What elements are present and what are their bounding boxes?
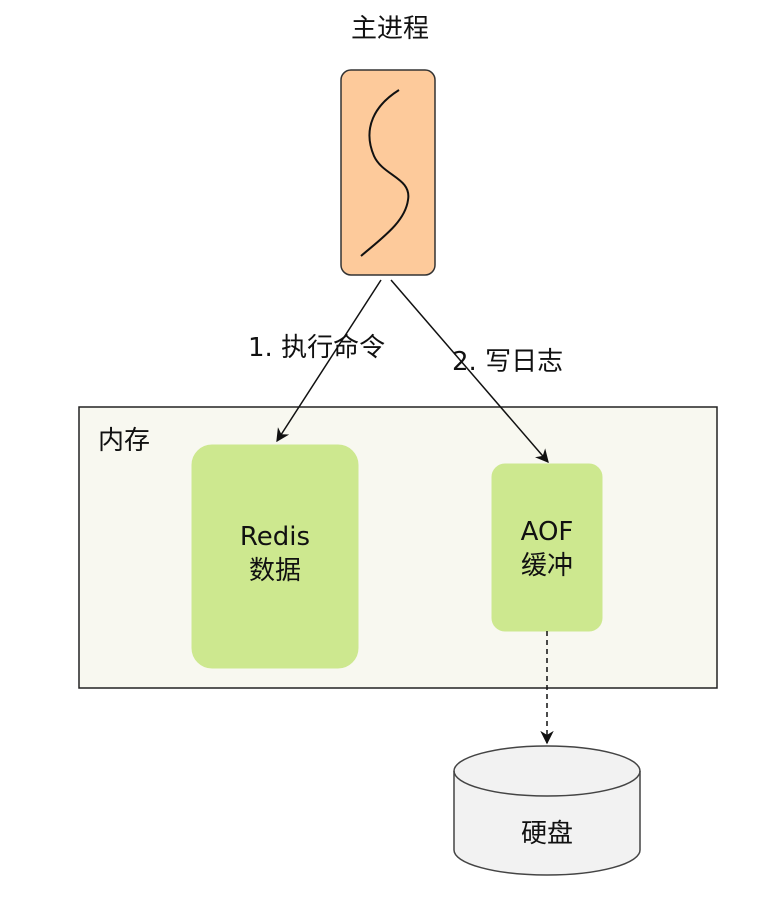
redis-data-line2: 数据: [248, 556, 301, 586]
aof-buffer-text: AOF 缓冲: [492, 515, 602, 583]
redis-data-node: [191, 444, 359, 669]
memory-label: 内存: [98, 426, 151, 456]
write-log-label: 2. 写日志: [452, 347, 564, 377]
write-log-arrow: [390, 279, 549, 464]
memory-container: [78, 406, 718, 689]
disk-label: 硬盘: [520, 819, 573, 849]
aof-buffer-line1: AOF: [520, 517, 574, 547]
aof-buffer-line2: 缓冲: [520, 551, 573, 581]
execute-command-label: 1. 执行命令: [248, 333, 386, 363]
main-process-title: 主进程: [350, 14, 429, 44]
redis-data-line1: Redis: [239, 522, 311, 552]
thread-squiggle-icon: [360, 89, 410, 257]
disk-cylinder: [453, 745, 641, 876]
execute-command-arrow: [276, 279, 382, 443]
disk-cylinder-rim: [453, 770, 641, 797]
redis-data-text: Redis 数据: [192, 520, 358, 588]
